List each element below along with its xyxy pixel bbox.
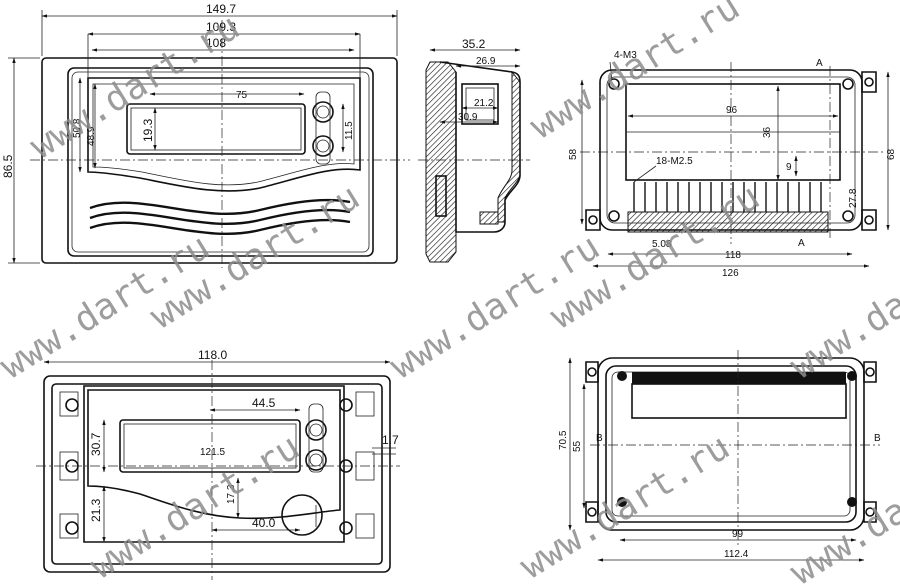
dim-48-9: 48.9	[86, 126, 97, 146]
dim-50-8: 50.8	[72, 118, 83, 138]
dim-55: 55	[572, 440, 583, 452]
bottom-right-view: B B 70.5 55 99 112.4	[558, 350, 881, 562]
dim-58: 58	[568, 148, 579, 160]
dim-44-5: 44.5	[252, 396, 276, 410]
dim-26-9: 26.9	[476, 56, 496, 67]
bottom-left-view: 118.0 44.5 30.7 121.5 21.3 17.3 40.0 1.7	[36, 348, 400, 580]
dim-5-08: 5.08	[652, 239, 672, 250]
dim-9: 9	[786, 162, 792, 173]
dim-11-5: 11.5	[344, 121, 355, 140]
screw-label: 4-M3	[614, 50, 637, 61]
dim-40-0: 40.0	[252, 516, 276, 530]
dim-68: 68	[886, 148, 897, 160]
dim-1-7: 1.7	[382, 433, 399, 447]
watermark-10: www.dart.ru	[783, 433, 900, 586]
watermark-7: www.dart.ru	[83, 427, 307, 586]
dim-30-9: 30.9	[458, 112, 478, 123]
front-view: 149.7 109.3 108 86.5 50.8 48.9 19.3 75 1…	[1, 2, 410, 268]
dim-86-5: 86.5	[1, 154, 15, 178]
dim-118-0: 118.0	[198, 348, 227, 362]
dim-112-4: 112.4	[724, 549, 749, 560]
dim-126: 126	[722, 268, 739, 279]
dim-70-5: 70.5	[558, 430, 569, 450]
dim-21-2: 21.2	[474, 98, 494, 109]
dim-19-3: 19.3	[141, 118, 155, 142]
dim-21-3: 21.3	[89, 498, 103, 522]
dim-108: 108	[206, 36, 226, 50]
dim-17-3: 17.3	[226, 484, 237, 504]
watermark-3: www.dart.ru	[523, 0, 747, 148]
dim-118: 118	[725, 250, 741, 261]
pin-label: 18-M2.5	[656, 156, 693, 167]
dim-99: 99	[732, 529, 744, 540]
dim-121-5: 121.5	[200, 447, 225, 458]
dim-109-3: 109.3	[206, 20, 236, 34]
dim-27-8: 27.8	[848, 188, 859, 208]
section-a-bottom: A	[798, 238, 805, 249]
section-b-left: B	[596, 433, 603, 444]
dim-149-7: 149.7	[206, 2, 236, 16]
section-b-right: B	[874, 433, 881, 444]
watermark-9: www.dart.ru	[783, 227, 900, 388]
back-view: A A 4-M3 18-M2.5 96 36 9 27.8 58 68 5.08…	[568, 50, 897, 279]
dim-36: 36	[762, 126, 773, 138]
dim-96: 96	[726, 105, 738, 116]
section-a-top: A	[816, 58, 823, 69]
watermark-1: www.dart.ru	[23, 7, 247, 168]
dim-30-7: 30.7	[89, 432, 103, 456]
watermark-8: www.dart.ru	[513, 427, 737, 586]
side-view: 35.2 26.9 21.2 30.9	[418, 37, 530, 263]
dim-75: 75	[236, 90, 248, 101]
dim-35-2: 35.2	[462, 37, 486, 51]
